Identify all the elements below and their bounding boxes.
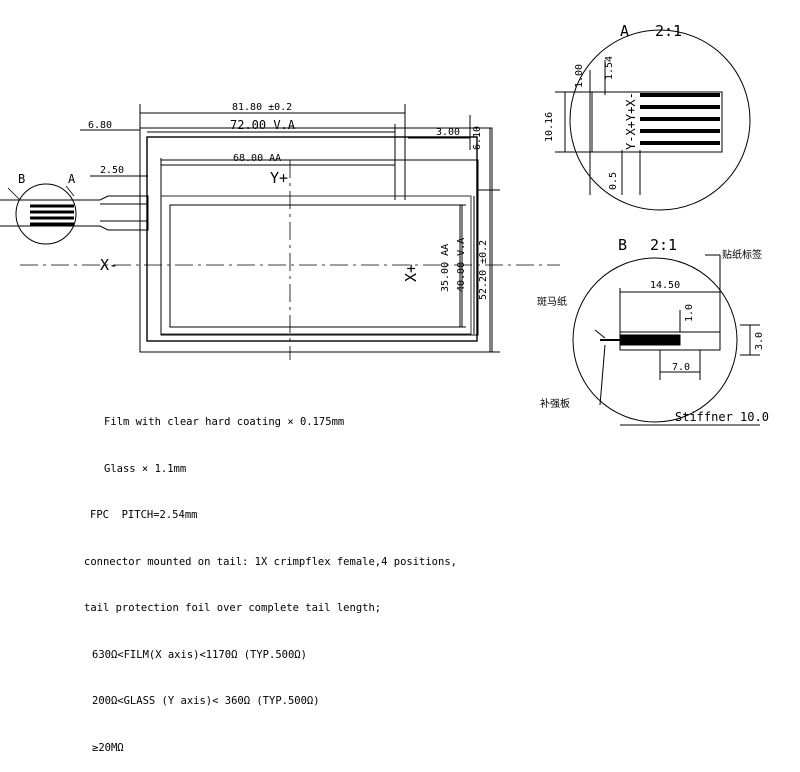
dim-va-height: 40.00 V.A bbox=[456, 238, 467, 292]
detail-a-dim-100: 1.00 bbox=[574, 64, 585, 88]
detail-b-scale: 2:1 bbox=[650, 236, 677, 254]
detail-b-dim-10: 1.0 bbox=[684, 304, 695, 322]
detail-a-pin-labels: Y-X+Y+X- bbox=[624, 92, 638, 150]
label-y-plus: Y+ bbox=[270, 169, 288, 187]
detail-b-circle bbox=[572, 257, 738, 423]
dim-aa-height: 35.00 AA bbox=[440, 244, 451, 292]
label-detail-b: B bbox=[18, 172, 25, 186]
dim-overall-width: 81.80 ±0.2 bbox=[232, 102, 292, 113]
detail-a-dim-1016: 10.16 bbox=[544, 112, 555, 142]
note-connector: connector mounted on tail: 1X crimpflex … bbox=[84, 555, 457, 568]
detail-a-title: A bbox=[620, 22, 629, 40]
note-film-resistance: 630Ω<FILM(X axis)<1170Ω (TYP.500Ω) bbox=[92, 648, 307, 661]
dim-tail-offset: 2.50 bbox=[100, 165, 124, 176]
detail-b-label-stiffener-cn: 补强板 bbox=[540, 397, 570, 410]
note-glass-resistance: 200Ω<GLASS (Y axis)< 360Ω (TYP.500Ω) bbox=[92, 695, 320, 707]
note-insulation: ≥20MΩ bbox=[92, 741, 124, 754]
active-area bbox=[169, 204, 463, 328]
panel-outline bbox=[139, 127, 493, 353]
dim-overall-height: 52.20 ±0.2 bbox=[478, 240, 489, 300]
dim-aa-width: 68.00 AA bbox=[233, 153, 281, 164]
note-glass: Glass × 1.1mm bbox=[104, 462, 187, 475]
note-fpc-pitch: FPC PITCH=2.54mm bbox=[90, 509, 198, 521]
notes-block: Film with clear hard coating × 0.175mm G… bbox=[84, 384, 457, 772]
note-tail-protection: tail protection foil over complete tail … bbox=[84, 602, 382, 614]
label-detail-a: A bbox=[68, 172, 76, 186]
detail-b-title: B bbox=[618, 236, 627, 254]
detail-b-label-stiffener: Stiffner 10.0 bbox=[675, 410, 769, 424]
detail-a-dim-05: 0.5 bbox=[608, 172, 619, 190]
dim-left-offset: 6.80 bbox=[88, 120, 112, 131]
dim-right-offset: 3.00 bbox=[436, 127, 460, 138]
detail-b-dim-1450: 14.50 bbox=[650, 280, 680, 291]
note-film: Film with clear hard coating × 0.175mm bbox=[104, 416, 345, 428]
dim-va-width: 72.00 V.A bbox=[230, 118, 296, 132]
dim-top-offset: 6.10 bbox=[472, 126, 483, 150]
film-outline bbox=[146, 136, 478, 342]
view-area bbox=[160, 159, 479, 336]
label-x-minus: X- bbox=[100, 256, 118, 274]
detail-b-dim-30: 3.0 bbox=[754, 332, 765, 350]
detail-a-scale: 2:1 bbox=[655, 22, 682, 40]
detail-a-circle bbox=[569, 29, 751, 211]
detail-b-label-zebra: 斑马纸 bbox=[537, 295, 567, 308]
detail-b-label-sticker: 贴纸标签 bbox=[722, 248, 762, 261]
detail-circle-a bbox=[15, 183, 77, 245]
detail-b-dim-70: 7.0 bbox=[672, 362, 690, 373]
fpc-tail bbox=[0, 195, 149, 231]
technical-drawing: 81.80 ±0.2 72.00 V.A 68.00 AA 6.80 2.50 … bbox=[0, 22, 769, 426]
label-x-plus: X+ bbox=[402, 264, 420, 282]
detail-a-dim-154: 1.54 bbox=[604, 56, 615, 80]
